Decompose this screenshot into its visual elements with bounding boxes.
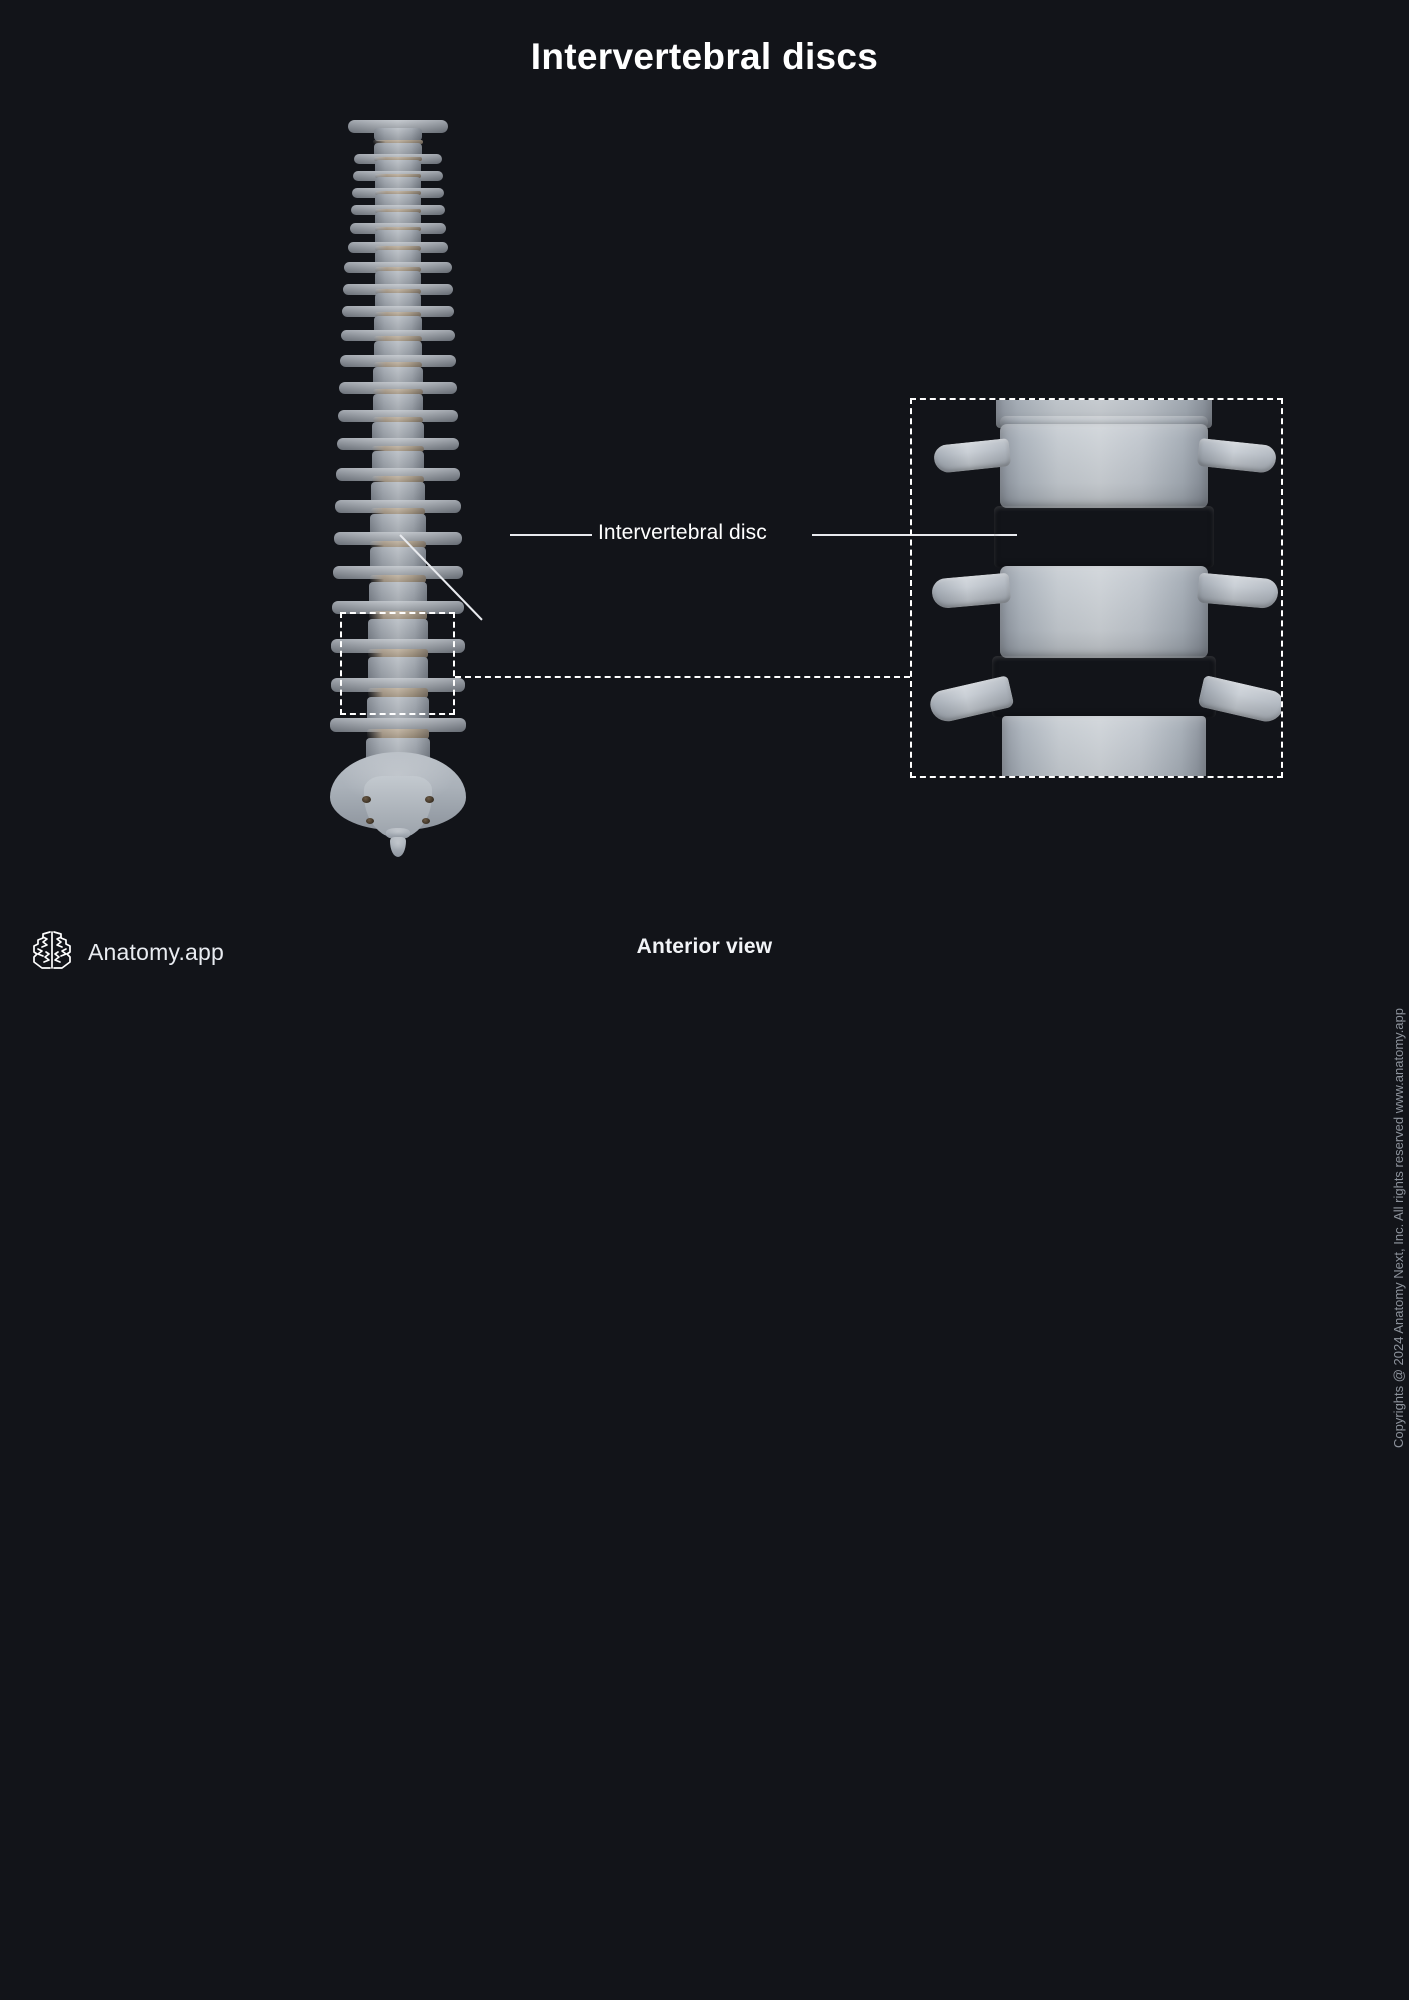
view-caption: Anterior view xyxy=(636,935,773,958)
leader-line-left xyxy=(510,534,592,536)
vertebral-column-figure xyxy=(318,112,478,867)
illustration-canvas: Intervertebral discs xyxy=(30,36,1406,1448)
magnified-lumbar-panel xyxy=(910,398,1283,778)
page-title: Intervertebral discs xyxy=(530,36,879,77)
copyright-text: Copyrights @ 2024 Anatomy Next, Inc. All… xyxy=(1391,1008,1406,1448)
leader-line-right xyxy=(812,534,1017,536)
lumbar-selection-box xyxy=(340,612,455,715)
zoom-connector-line xyxy=(455,676,910,678)
logo-text: Anatomy.app xyxy=(88,939,225,965)
brain-icon xyxy=(30,928,74,977)
intervertebral-disc-label: Intervertebral disc xyxy=(598,521,767,544)
brand-logo[interactable]: Anatomy.app xyxy=(30,928,224,977)
